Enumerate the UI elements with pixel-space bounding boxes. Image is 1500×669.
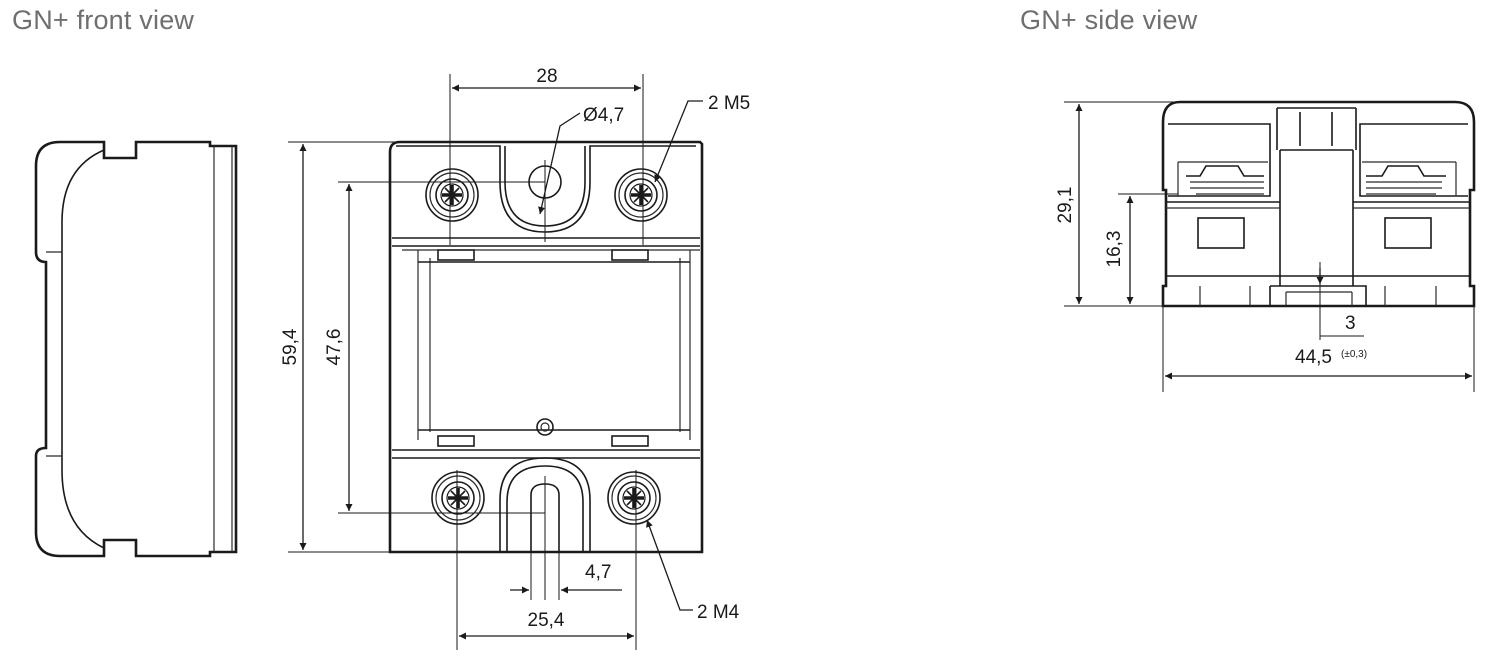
dim-side-terminal-height: 16,3 <box>1104 231 1125 268</box>
front-view-title: GN+ front view <box>12 5 195 35</box>
dim-side-width-tolerance: (±0,3) <box>1341 349 1367 360</box>
dim-top-screw-spacing: 28 <box>536 66 557 87</box>
side-dimension-lines <box>1064 101 1475 392</box>
side-view-drawing <box>1161 100 1476 308</box>
dim-bottom-screw-spacing: 25,4 <box>528 610 565 631</box>
front-view-drawing <box>388 140 704 554</box>
dim-mount-hole-diameter: Ø4,7 <box>583 105 624 126</box>
side-profile-drawing <box>34 140 238 558</box>
dim-overall-height: 59,4 <box>280 328 301 365</box>
dim-mount-hole-spacing: 47,6 <box>324 329 345 366</box>
side-view-title: GN+ side view <box>1020 5 1198 35</box>
side-dimension-labels: 29,1 16,3 3 44,5 (±0,3) <box>1055 187 1367 368</box>
front-dimension-labels: 28 Ø4,7 2 M5 59,4 47,6 4,7 25,4 2 M4 <box>280 66 750 631</box>
dim-side-base-offset: 3 <box>1345 313 1356 334</box>
dim-top-screws: 2 M5 <box>708 93 750 114</box>
dim-side-overall-height: 29,1 <box>1055 187 1076 224</box>
dim-bottom-screws: 2 M4 <box>697 602 740 623</box>
dim-side-overall-width: 44,5 <box>1295 347 1332 368</box>
front-dimension-lines <box>288 74 703 650</box>
dim-slot-width: 4,7 <box>585 562 611 583</box>
